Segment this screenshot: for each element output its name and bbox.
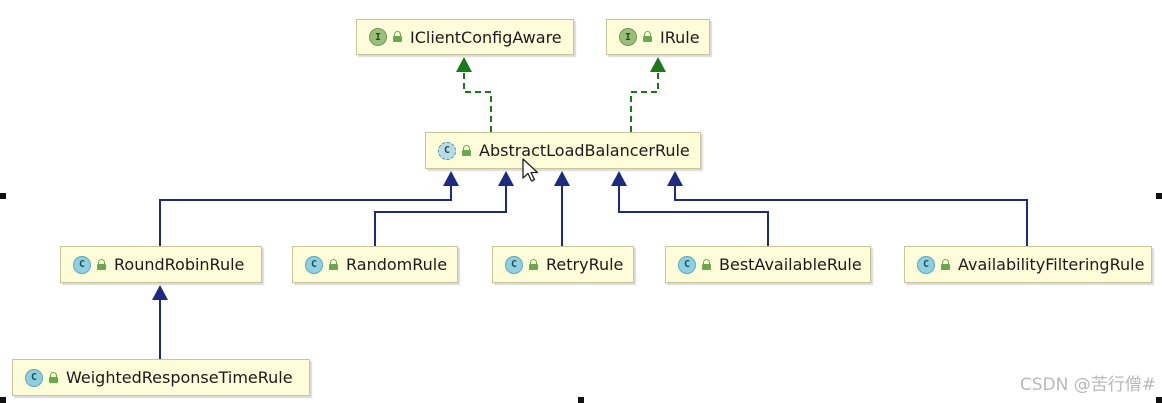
public-lock-icon xyxy=(97,258,107,271)
arrowhead xyxy=(443,171,459,186)
arrowhead xyxy=(498,171,514,186)
watermark: CSDN @苦行僧# xyxy=(1019,375,1156,395)
edge-weightedresponsetimerule-extends-roundrobinrule xyxy=(152,285,168,359)
edge-abstractloadbalancerrule-implements-irule xyxy=(630,57,666,132)
node-label: AvailabilityFilteringRule xyxy=(958,255,1145,274)
public-lock-icon xyxy=(49,371,59,384)
selection-handle[interactable] xyxy=(1156,397,1162,403)
node-abstractloadbalancerrule[interactable]: C AbstractLoadBalancerRule xyxy=(425,132,701,169)
node-iclientconfigaware[interactable]: I IClientConfigAware xyxy=(356,19,574,55)
node-retryrule[interactable]: C RetryRule xyxy=(492,246,634,283)
arrowhead xyxy=(611,171,627,186)
edge-abstractloadbalancerrule-implements-iclientconfigaware xyxy=(456,57,492,132)
arrowhead xyxy=(650,57,666,72)
node-label: AbstractLoadBalancerRule xyxy=(479,141,690,160)
node-roundrobinrule[interactable]: C RoundRobinRule xyxy=(60,246,262,283)
public-lock-icon xyxy=(529,258,539,271)
edge-availabilityfilteringrule-extends-abstractloadbalancerrule xyxy=(667,171,1028,246)
public-lock-icon xyxy=(643,31,653,43)
interface-icon: I xyxy=(619,28,637,46)
node-irule[interactable]: I IRule xyxy=(606,19,710,55)
class-icon: C xyxy=(305,255,323,274)
arrowhead xyxy=(152,285,168,300)
class-icon: C xyxy=(917,255,935,274)
node-label: WeightedResponseTimeRule xyxy=(66,368,293,387)
public-lock-icon xyxy=(393,31,403,43)
edge-bestavailablerule-extends-abstractloadbalancerrule xyxy=(611,171,769,246)
node-label: IRule xyxy=(660,27,700,47)
selection-handle[interactable] xyxy=(1156,193,1162,199)
arrowhead xyxy=(456,57,472,72)
public-lock-icon xyxy=(702,258,712,271)
node-label: RoundRobinRule xyxy=(114,255,245,274)
class-icon: C xyxy=(678,255,696,274)
public-lock-icon xyxy=(462,144,472,157)
node-randomrule[interactable]: C RandomRule xyxy=(292,246,458,283)
arrowhead xyxy=(667,171,683,186)
selection-handle[interactable] xyxy=(0,193,6,199)
edge-roundrobinrule-extends-abstractloadbalancerrule xyxy=(159,171,459,246)
node-label: RandomRule xyxy=(346,255,448,274)
class-icon: C xyxy=(25,368,43,387)
abstract-class-icon: C xyxy=(438,141,456,160)
selection-handle[interactable] xyxy=(0,397,6,403)
node-availabilityfilteringrule[interactable]: C AvailabilityFilteringRule xyxy=(904,246,1152,283)
public-lock-icon xyxy=(329,258,339,271)
interface-icon: I xyxy=(369,28,387,46)
selection-handle[interactable] xyxy=(578,397,584,403)
node-label: IClientConfigAware xyxy=(410,27,562,47)
node-weightedresponsetimerule[interactable]: C WeightedResponseTimeRule xyxy=(12,359,310,396)
node-label: BestAvailableRule xyxy=(719,255,862,274)
arrowhead xyxy=(554,171,570,186)
node-bestavailablerule[interactable]: C BestAvailableRule xyxy=(665,246,871,283)
mouse-cursor-icon xyxy=(522,158,539,182)
node-label: RetryRule xyxy=(546,255,624,274)
class-icon: C xyxy=(505,255,523,274)
public-lock-icon xyxy=(941,258,951,271)
edge-randomrule-extends-abstractloadbalancerrule xyxy=(374,171,514,246)
edge-retryrule-extends-abstractloadbalancerrule xyxy=(554,171,570,246)
class-icon: C xyxy=(73,255,91,274)
